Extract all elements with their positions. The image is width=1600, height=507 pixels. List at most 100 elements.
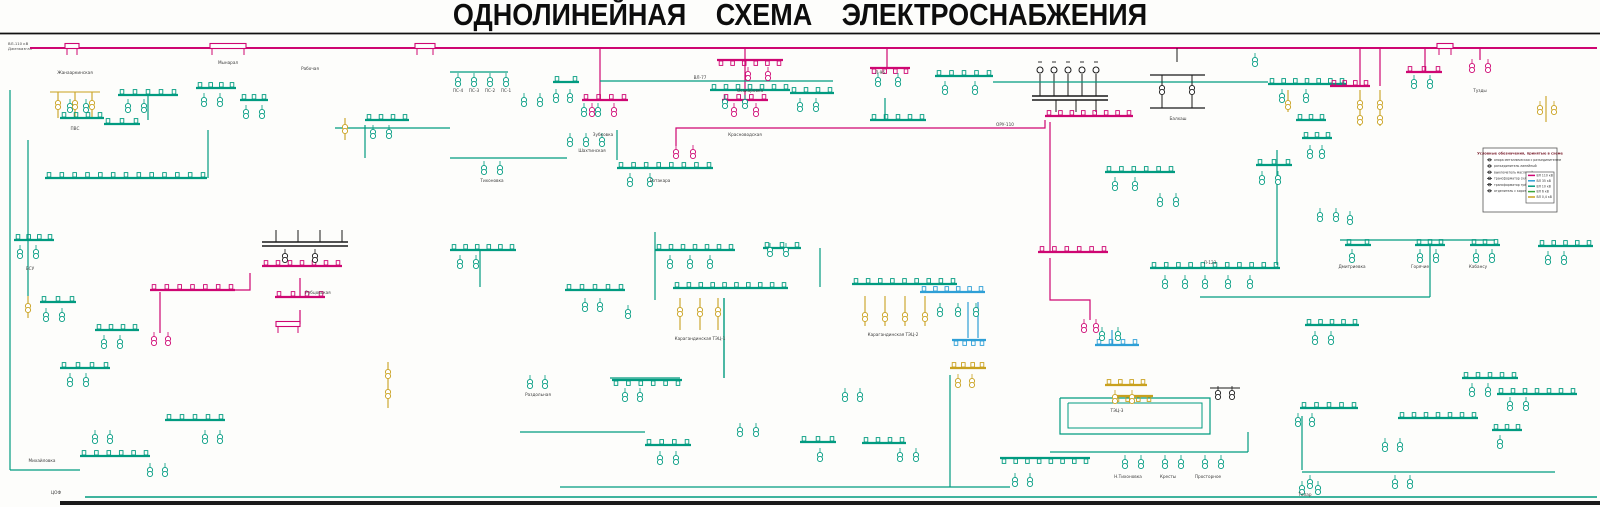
busbar xyxy=(952,338,986,346)
transformer-symbol xyxy=(1137,455,1145,470)
transformer-symbol xyxy=(1278,89,1286,104)
station-label: Михайловка xyxy=(29,458,56,463)
transformer-symbol xyxy=(752,103,760,118)
busbar xyxy=(763,242,801,250)
transformer-symbol xyxy=(1158,81,1166,96)
station-label: Раздольная xyxy=(525,392,551,397)
legend-item-label: опора металлическая с разъединителем xyxy=(1494,158,1562,162)
busbar xyxy=(673,282,788,290)
transformer-symbol xyxy=(1391,475,1399,490)
busbar xyxy=(920,286,985,294)
station-label: ПС-1 xyxy=(501,88,512,93)
transformer-symbol xyxy=(242,105,250,120)
busbar xyxy=(565,284,625,292)
busbar xyxy=(870,114,926,122)
transformer-symbol xyxy=(621,388,629,403)
transformer-symbol xyxy=(100,335,108,350)
transformer-symbol xyxy=(912,448,920,463)
bottom-bar xyxy=(60,501,1600,505)
transformer-symbol xyxy=(161,463,169,478)
portal-symbol xyxy=(64,42,80,55)
transformer-symbol xyxy=(580,103,588,118)
transformer-symbol xyxy=(384,365,392,380)
transformer-symbol xyxy=(281,249,289,264)
station-label: Л-123 xyxy=(1204,260,1217,265)
transformer-symbol xyxy=(861,308,869,323)
legend-key-label: ВЛ 0,4 кВ xyxy=(1537,195,1552,199)
station-label: ПС-2 xyxy=(485,88,496,93)
transformer-symbol xyxy=(1484,383,1492,398)
transformer-symbol xyxy=(672,451,680,466)
transformer-symbol xyxy=(1298,481,1306,496)
busbar xyxy=(365,114,409,122)
transformer-symbol xyxy=(1274,171,1282,186)
transformer-symbol xyxy=(598,133,606,148)
transformer-symbol xyxy=(146,463,154,478)
transformer-symbol xyxy=(1311,331,1319,346)
station-label: Л-96 xyxy=(875,70,885,75)
legend-key-label: ВЛ 110 кВ xyxy=(1537,174,1553,178)
transformer-symbol xyxy=(311,249,319,264)
transformer-symbol xyxy=(536,93,544,108)
legend: Условные обозначения, принятые в схемеоп… xyxy=(1477,147,1564,213)
corner-note-line2: Джезказган xyxy=(8,46,33,51)
transformer-symbol xyxy=(66,99,74,114)
transformer-symbol xyxy=(954,303,962,318)
transformer-symbol xyxy=(1128,390,1136,405)
generator-symbol xyxy=(1036,61,1044,74)
transformer-symbol xyxy=(1506,397,1514,412)
transformer-symbol xyxy=(1294,413,1302,428)
legend-item-label: отделитель с короткозамыкателем xyxy=(1494,189,1553,193)
transformer-symbol xyxy=(24,299,32,314)
transformer-symbol xyxy=(200,93,208,108)
station-label: Горячие xyxy=(1411,264,1429,269)
station-label: Балхаш xyxy=(1170,116,1187,121)
transformer-symbol xyxy=(1131,177,1139,192)
transformer-symbol xyxy=(968,374,976,389)
transformer-symbol xyxy=(1376,111,1384,126)
station-label: ВЛ-77 xyxy=(694,75,707,80)
transformer-symbol xyxy=(672,145,680,160)
busbar xyxy=(1256,159,1292,167)
transformer-symbol xyxy=(782,243,790,258)
transformer-symbol xyxy=(1332,208,1340,223)
transformer-symbol xyxy=(369,125,377,140)
transformer-symbol xyxy=(1284,96,1292,111)
portal-symbol xyxy=(209,42,247,55)
transformer-symbol xyxy=(936,303,944,318)
transformer-symbol xyxy=(1356,96,1364,111)
transformer-symbol xyxy=(954,374,962,389)
station-label: ПС-3 xyxy=(469,88,480,93)
transformer-symbol xyxy=(971,81,979,96)
transformer-symbol xyxy=(1114,327,1122,342)
busbar xyxy=(80,450,150,458)
busbar xyxy=(118,89,178,97)
transformer-symbol xyxy=(42,308,50,323)
page-title: ОДНОЛИНЕЙНАЯ СХЕМА ЭЛЕКТРОСНАБЖЕНИЯ xyxy=(452,0,1148,32)
transformer-symbol xyxy=(1472,249,1480,264)
transformer-symbol xyxy=(741,95,749,110)
transformer-symbol xyxy=(941,81,949,96)
busbar xyxy=(1538,240,1593,248)
transformer-symbol xyxy=(636,388,644,403)
transformer-symbol xyxy=(744,67,752,82)
corner-note-line1: ВЛ-110 кВ xyxy=(8,41,29,46)
transformer-symbol xyxy=(1251,53,1259,68)
transformer-symbol xyxy=(1522,397,1530,412)
transformer-symbol xyxy=(470,73,478,88)
power-line xyxy=(675,120,1046,146)
busbar xyxy=(262,260,342,268)
busbar xyxy=(790,87,834,95)
station-label: Осакаровка xyxy=(737,88,763,93)
transformer-symbol xyxy=(1306,145,1314,160)
transformer-symbol xyxy=(706,255,714,270)
transformer-symbol xyxy=(1098,327,1106,342)
legend-item: разъединитель линейный xyxy=(1487,164,1537,168)
transformer-symbol xyxy=(480,161,488,176)
transformer-symbol xyxy=(581,298,589,313)
transformer-symbol xyxy=(88,96,96,111)
station-label: ТЭЦ-3 xyxy=(1110,408,1124,413)
transformer-symbol xyxy=(541,375,549,390)
generator-symbol xyxy=(1064,61,1072,74)
